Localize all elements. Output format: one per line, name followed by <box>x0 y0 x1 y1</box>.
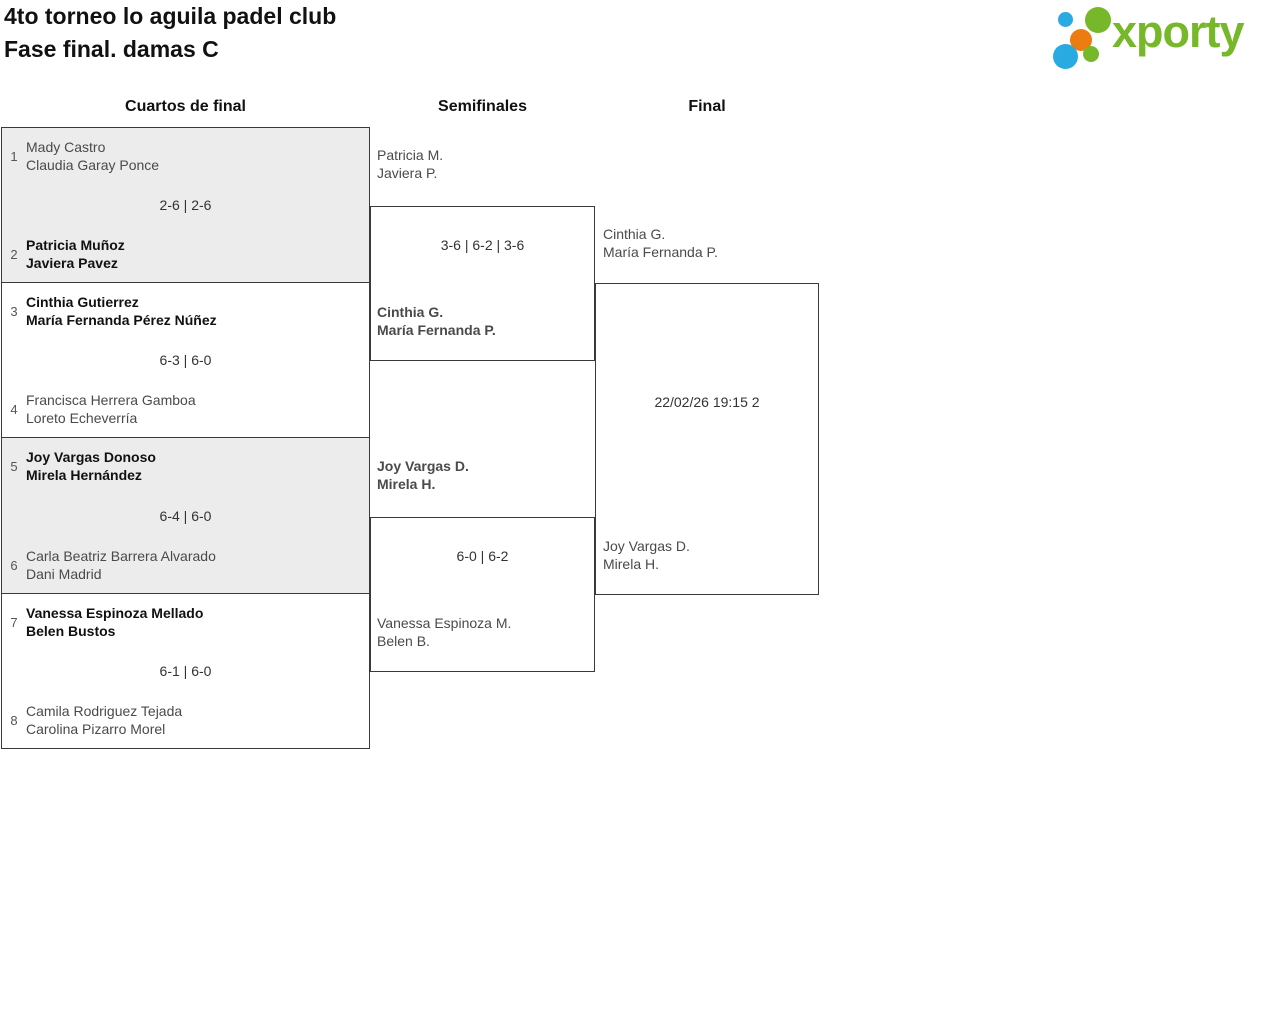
match-score: 6-4 | 6-0 <box>159 507 212 524</box>
team-entry: 7 Vanessa Espinoza Mellado Belen Bustos <box>2 604 369 640</box>
team-names: Cinthia Gutierrez María Fernanda Pérez N… <box>26 293 217 329</box>
player-name: Francisca Herrera Gamboa <box>26 392 196 408</box>
match-score: 3-6 | 6-2 | 3-6 <box>440 237 525 253</box>
player-name: Cinthia Gutierrez <box>26 294 139 310</box>
player-name: Joy Vargas Donoso <box>26 449 156 465</box>
quarterfinal-match-2: 3 Cinthia Gutierrez María Fernanda Pérez… <box>1 283 370 438</box>
player-name: Javiera P. <box>377 165 438 181</box>
seed-number: 8 <box>10 712 18 728</box>
player-name: Vanessa Espinoza Mellado <box>26 605 204 621</box>
semifinal-1-team-top: Patricia M. Javiera P. <box>377 146 443 182</box>
player-name: Javiera Pavez <box>26 255 118 271</box>
page-title: 4to torneo lo aguila padel club Fase fin… <box>4 0 336 66</box>
logo-wordmark: xporty <box>1112 6 1245 57</box>
semifinal-2-team-bottom: Vanessa Espinoza M. Belen B. <box>377 614 511 650</box>
logo-dot-orange-icon <box>1070 29 1092 51</box>
player-name: María Fernanda Pérez Núñez <box>26 312 217 328</box>
logo-dot-blue-large-icon <box>1053 44 1078 69</box>
player-name: Camila Rodriguez Tejada <box>26 703 183 719</box>
team-names: Carla Beatriz Barrera Alvarado Dani Madr… <box>26 547 216 583</box>
player-name: Joy Vargas D. <box>603 538 690 554</box>
player-name: Dani Madrid <box>26 566 102 582</box>
player-name: Mirela H. <box>377 476 436 492</box>
team-names: Francisca Herrera Gamboa Loreto Echeverr… <box>26 391 196 427</box>
semifinal-1-team-bottom: Cinthia G. María Fernanda P. <box>377 303 496 339</box>
seed-number: 6 <box>10 557 18 573</box>
quarterfinal-match-1: 1 Mady Castro Claudia Garay Ponce 2-6 | … <box>1 127 370 283</box>
player-name: Mirela Hernández <box>26 467 142 483</box>
round-header-final: Final <box>688 98 726 115</box>
tournament-name: 4to torneo lo aguila padel club <box>4 3 337 29</box>
team-entry: 1 Mady Castro Claudia Garay Ponce <box>2 138 369 174</box>
match-score: 6-3 | 6-0 <box>159 352 212 368</box>
player-name: Cinthia G. <box>377 304 444 320</box>
player-name: Carolina Pizarro Morel <box>26 721 166 737</box>
seed-number: 1 <box>10 148 18 164</box>
match-schedule: 22/02/26 19:15 2 <box>654 394 760 410</box>
final-match: 22/02/26 19:15 2 <box>595 283 819 595</box>
final-team-top: Cinthia G. María Fernanda P. <box>603 225 718 261</box>
player-name: Patricia M. <box>377 147 444 163</box>
player-name: Joy Vargas D. <box>377 458 469 474</box>
player-name: Carla Beatriz Barrera Alvarado <box>26 548 216 564</box>
seed-number: 2 <box>10 246 18 262</box>
player-name: Mirela H. <box>603 556 660 572</box>
team-entry: 4 Francisca Herrera Gamboa Loreto Echeve… <box>2 391 369 427</box>
team-names: Joy Vargas Donoso Mirela Hernández <box>26 448 156 484</box>
seed-number: 7 <box>10 614 18 630</box>
team-names: Camila Rodriguez Tejada Carolina Pizarro… <box>26 702 182 738</box>
xporty-logo: xporty <box>1050 2 1276 70</box>
player-name: Patricia Muñoz <box>26 237 125 253</box>
player-name: Cinthia G. <box>603 226 666 242</box>
quarterfinal-match-3: 5 Joy Vargas Donoso Mirela Hernández 6-4… <box>1 438 370 594</box>
logo-dot-blue-small-icon <box>1058 12 1073 27</box>
team-entry: 2 Patricia Muñoz Javiera Pavez <box>2 236 369 272</box>
match-score: 6-0 | 6-2 <box>456 548 509 564</box>
team-entry: 3 Cinthia Gutierrez María Fernanda Pérez… <box>2 293 369 329</box>
quarterfinal-match-4: 7 Vanessa Espinoza Mellado Belen Bustos … <box>1 594 370 749</box>
round-header-semifinals: Semifinales <box>438 98 527 115</box>
team-names: Patricia Muñoz Javiera Pavez <box>26 236 125 272</box>
match-score: 2-6 | 2-6 <box>159 197 212 213</box>
seed-number: 3 <box>10 303 18 319</box>
logo-dot-green-small-icon <box>1083 46 1099 62</box>
seed-number: 5 <box>10 458 18 474</box>
semifinal-2-team-top: Joy Vargas D. Mirela H. <box>377 457 469 493</box>
player-name: Loreto Echeverría <box>26 410 138 426</box>
player-name: Claudia Garay Ponce <box>26 157 160 173</box>
player-name: Belen Bustos <box>26 623 116 639</box>
team-names: Vanessa Espinoza Mellado Belen Bustos <box>26 604 203 640</box>
semifinal-match-2: 6-0 | 6-2 <box>370 517 595 672</box>
player-name: Mady Castro <box>26 139 106 155</box>
team-entry: 6 Carla Beatriz Barrera Alvarado Dani Ma… <box>2 547 369 583</box>
team-names: Mady Castro Claudia Garay Ponce <box>26 138 159 174</box>
final-team-bottom: Joy Vargas D. Mirela H. <box>603 537 690 573</box>
player-name: Vanessa Espinoza M. <box>377 615 512 631</box>
team-entry: 8 Camila Rodriguez Tejada Carolina Pizar… <box>2 702 369 738</box>
team-entry: 5 Joy Vargas Donoso Mirela Hernández <box>2 448 369 484</box>
player-name: Belen B. <box>377 633 430 649</box>
round-header-quarterfinals: Cuartos de final <box>125 98 246 115</box>
semifinal-match-1: 3-6 | 6-2 | 3-6 <box>370 206 595 361</box>
phase-category: Fase final. damas C <box>4 36 219 62</box>
player-name: María Fernanda P. <box>377 322 496 338</box>
seed-number: 4 <box>10 401 18 417</box>
player-name: María Fernanda P. <box>603 244 718 260</box>
logo-dot-green-large-icon <box>1085 7 1111 33</box>
match-score: 6-1 | 6-0 <box>159 663 212 679</box>
